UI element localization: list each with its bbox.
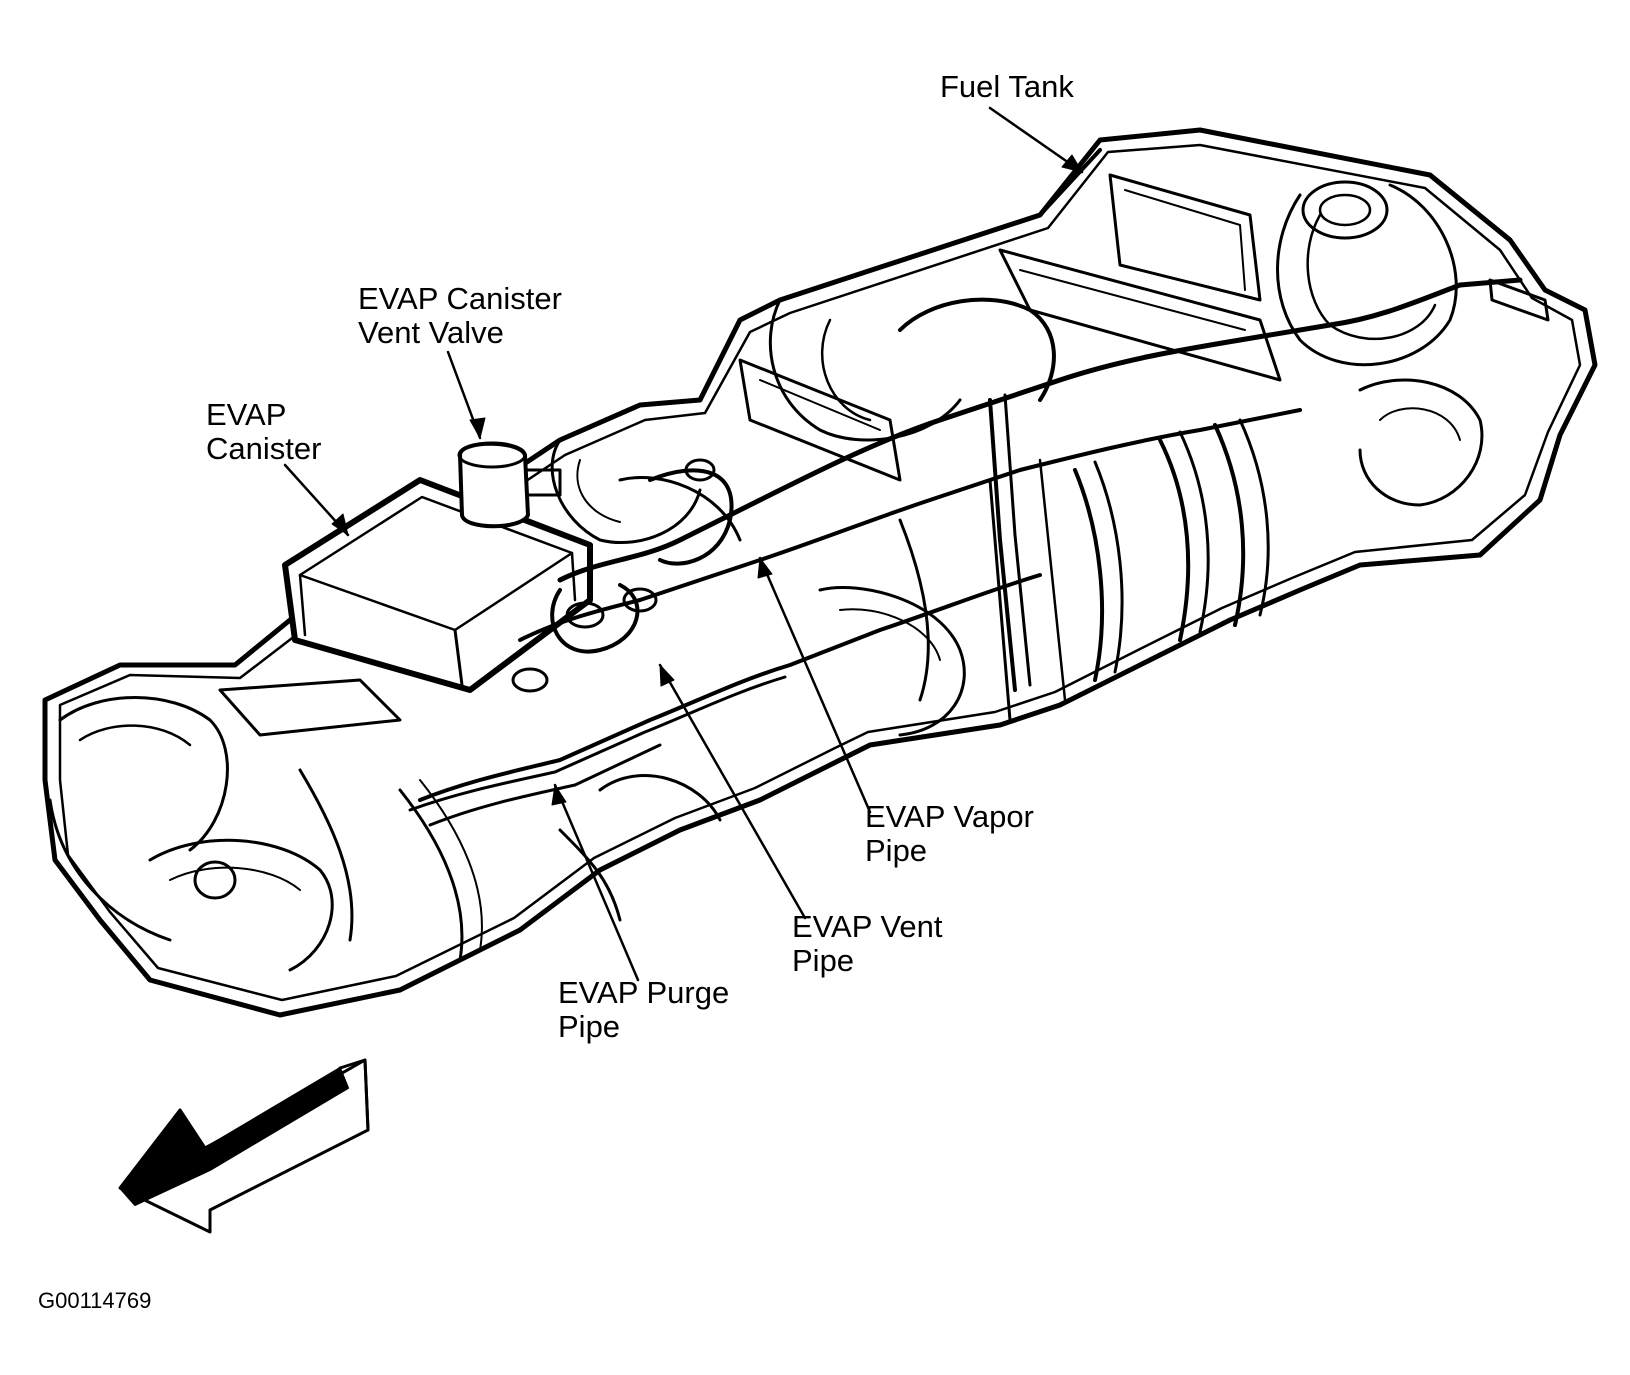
leader-purge-pipe <box>551 783 640 982</box>
figure-id: G00114769 <box>38 1288 152 1313</box>
evap-vapor-pipe <box>557 277 1523 583</box>
vent-valve-body <box>458 441 530 529</box>
label-fuel-tank: Fuel Tank <box>940 69 1074 104</box>
fuel-tank-outline <box>42 127 1598 1018</box>
tank-contour <box>618 476 742 542</box>
fuel-pump-module-ring <box>1318 193 1372 227</box>
tank-contour <box>558 828 622 922</box>
tank-contour <box>1379 407 1461 441</box>
tank-contour <box>1019 269 1246 331</box>
tank-contour <box>550 438 702 545</box>
evap-purge-pipe <box>418 573 1042 802</box>
fuel-pipe <box>408 675 787 812</box>
tank-strap <box>1158 438 1191 642</box>
tank-contour <box>58 696 229 852</box>
leader-vent-pipe <box>658 663 807 920</box>
filler-connector <box>1488 278 1550 322</box>
leader-vent-valve <box>446 350 486 440</box>
label-evap-canister-vent-valve: EVAP Canister Vent Valve <box>358 281 562 350</box>
tank-strap <box>1178 430 1210 634</box>
tank-contour <box>1306 213 1437 340</box>
tank-contour <box>1108 173 1262 302</box>
tank-contour <box>148 838 334 972</box>
tank-contour <box>818 586 966 737</box>
fuel-pipe <box>988 398 1017 692</box>
tank-contour <box>998 248 1282 382</box>
fuel-pump-module <box>1301 180 1389 240</box>
tank-contour <box>419 779 483 951</box>
tank-contour <box>988 478 1012 722</box>
leader-fuel-tank <box>988 106 1084 174</box>
fuel-pipe <box>1038 148 1102 217</box>
fuel-pipe <box>898 297 1056 402</box>
tank-contour <box>898 518 930 702</box>
label-evap-canister: EVAP Canister <box>206 397 322 466</box>
tank-contour <box>839 608 941 661</box>
tank-contour <box>576 459 621 523</box>
tank-strap <box>1093 460 1124 674</box>
evap-canister-edge <box>453 628 464 687</box>
tank-contour <box>298 768 354 942</box>
pipe-fitting <box>511 667 549 693</box>
evap-canister-edge <box>298 573 307 637</box>
pipe-fitting <box>193 860 237 900</box>
evap-vent-pipe <box>518 408 1302 642</box>
vent-valve-connector <box>526 468 562 497</box>
label-evap-purge-pipe: EVAP Purge Pipe <box>558 975 730 1044</box>
tank-contour <box>759 379 881 431</box>
pipe-fitting <box>684 458 716 482</box>
tank-strap <box>1213 423 1246 627</box>
tank-contour <box>1124 189 1246 291</box>
pipe-fitting <box>622 587 658 613</box>
label-evap-vent-pipe: EVAP Vent Pipe <box>792 909 943 978</box>
leader-canister <box>283 463 350 537</box>
fuel-pipe-loop <box>550 583 640 654</box>
fuel-tank-inner-outline <box>58 143 1582 1002</box>
tank-contour <box>1276 183 1458 367</box>
tank-contour <box>820 318 872 422</box>
tank-contour <box>78 724 192 747</box>
tank-strap <box>1073 468 1105 682</box>
tank-contour <box>738 358 902 482</box>
label-evap-vapor-pipe: EVAP Vapor Pipe <box>865 799 1034 868</box>
tank-contour <box>1358 378 1484 507</box>
front-direction-arrow-icon <box>118 1058 370 1234</box>
fuel-pipe <box>1003 393 1032 687</box>
tank-strap <box>1238 418 1270 617</box>
fuel-pipe-loop <box>648 468 734 566</box>
leader-vapor-pipe <box>757 556 872 814</box>
fuel-pipe <box>428 743 662 827</box>
tank-contour <box>169 866 301 891</box>
tank-contour <box>1038 458 1067 702</box>
vent-valve-cap <box>457 441 527 469</box>
tank-contour <box>598 774 722 822</box>
pipe-fitting <box>565 601 605 629</box>
tank-contour <box>218 678 402 737</box>
tank-contour <box>48 798 172 942</box>
